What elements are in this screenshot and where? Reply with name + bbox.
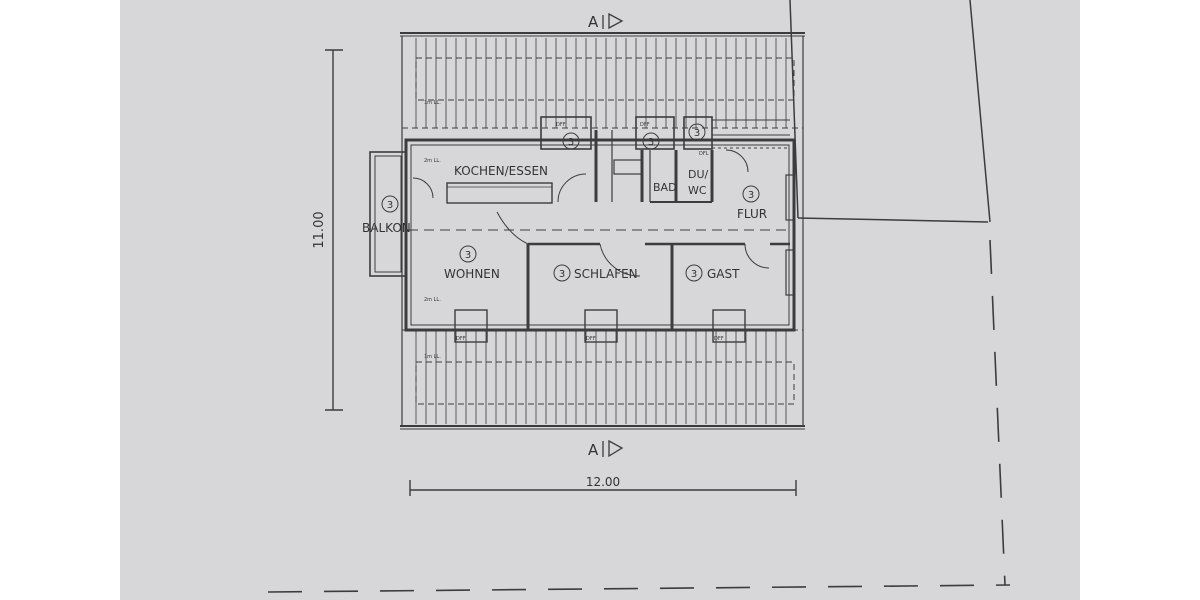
roof-hatching-top [415, 38, 787, 128]
room-markers: 3 3 3 3 3 3 3 [459, 123, 760, 282]
dimension-height-label: 11.00 [312, 211, 327, 248]
roof-hatching-bottom [415, 330, 787, 424]
svg-text:DFL: DFL [699, 151, 709, 157]
dimension-width-label: 12.00 [586, 475, 620, 489]
svg-text:3: 3 [559, 269, 565, 280]
svg-text:3: 3 [694, 128, 700, 139]
svg-text:2m LL.: 2m LL. [424, 158, 441, 164]
balcony: BALKON 3 [362, 151, 411, 277]
roof-outline [400, 32, 805, 430]
room-labels: KOCHEN/ESSEN BAD DU/ WC FLUR WOHNEN SCHL… [444, 164, 767, 281]
interior-walls [412, 116, 795, 343]
svg-text:DFF: DFF [586, 336, 596, 342]
room-label-flur: FLUR [737, 207, 767, 221]
svg-text:DFF: DFF [714, 336, 724, 342]
annotations: 1m LL. 2m LL. 2m LL. 1m LL. DFF DFF DFL … [424, 100, 724, 360]
room-label-gast: GAST [707, 267, 740, 281]
room-label-bad: BAD [653, 181, 677, 194]
svg-text:DFF: DFF [556, 122, 566, 128]
room-label-du-wc: DU/ WC [688, 168, 712, 197]
balkon-label: BALKON [362, 221, 411, 235]
svg-text:3: 3 [691, 269, 697, 280]
svg-text:3: 3 [387, 200, 393, 211]
svg-text:3: 3 [568, 137, 574, 148]
room-label-wohnen: WOHNEN [444, 267, 500, 281]
svg-text:A: A [588, 13, 599, 31]
svg-text:1m LL.: 1m LL. [424, 100, 441, 106]
svg-text:2m LL.: 2m LL. [424, 297, 441, 303]
section-mark-top: A [588, 12, 624, 31]
room-label-kochen-essen: KOCHEN/ESSEN [454, 164, 548, 178]
svg-text:3: 3 [465, 250, 471, 261]
svg-text:A: A [588, 441, 599, 459]
property-boundary [267, 0, 1011, 593]
svg-text:DFF: DFF [640, 122, 650, 128]
dimension-height: 11.00 [312, 49, 343, 411]
svg-text:DFF: DFF [456, 336, 466, 342]
dimension-width: 12.00 [409, 475, 797, 496]
svg-text:3: 3 [648, 137, 654, 148]
svg-text:1m LL.: 1m LL. [424, 354, 441, 360]
section-mark-bottom: A [588, 439, 624, 459]
svg-text:3: 3 [748, 190, 754, 201]
room-label-schlafen: SCHLAFEN [574, 267, 638, 281]
